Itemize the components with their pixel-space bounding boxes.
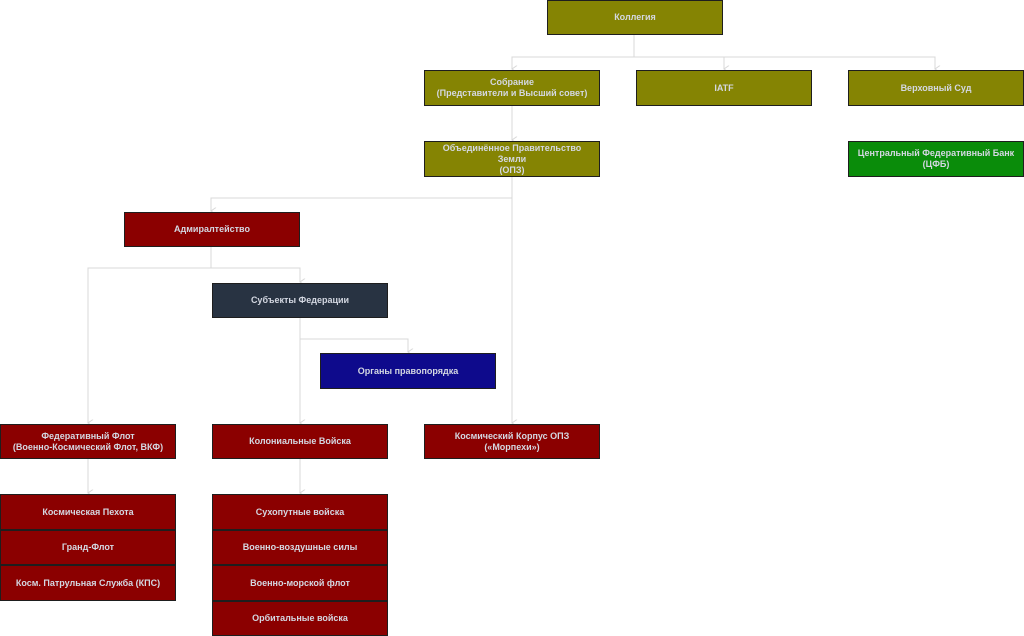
node-kosmicheskiy-korpus[interactable]: Космический Корпус ОПЗ («Морпехи») [424,424,600,459]
node-grand-flot[interactable]: Гранд-Флот [0,530,176,565]
node-sukhoputnye-voyska[interactable]: Сухопутные войска [212,494,388,530]
node-kps[interactable]: Косм. Патрульная Служба (КПС) [0,565,176,601]
node-iatf[interactable]: IATF [636,70,812,106]
node-kosmicheskaya-pekhota[interactable]: Космическая Пехота [0,494,176,530]
edge-kollegiya-sud [724,56,935,69]
node-subekty-federatsii[interactable]: Субъекты Федерации [212,283,388,318]
node-opz[interactable]: Объединённое Правительство Земли (ОПЗ) [424,141,600,177]
node-vvs[interactable]: Военно-воздушные силы [212,530,388,565]
node-cfb[interactable]: Центральный Федеративный Банк (ЦФБ) [848,141,1024,177]
node-kolonialnye-voyska[interactable]: Колониальные Войска [212,424,388,459]
node-orbitalnye-voyska[interactable]: Орбитальные войска [212,601,388,636]
node-verkhovny-sud[interactable]: Верховный Суд [848,70,1024,106]
edge-admiralteystvo-flot [88,267,211,423]
edge-opz-admiralteystvo [211,177,513,211]
node-admiralteystvo[interactable]: Адмиралтейство [124,212,300,247]
node-kollegiya[interactable]: Коллегия [547,0,723,35]
node-organy-pravoporyadka[interactable]: Органы правопорядка [320,353,496,389]
edge-admiralteystvo-subekty [210,247,300,282]
node-vmf[interactable]: Военно-морской флот [212,565,388,601]
edge-kollegiya-iatf [634,56,724,69]
node-sobranie[interactable]: Собрание (Представители и Высший совет) [424,70,600,106]
edge-subekty-organy [299,318,408,352]
edge-kollegiya-sobranie [512,35,635,69]
node-federativny-flot[interactable]: Федеративный Флот (Военно-Космический Фл… [0,424,176,459]
